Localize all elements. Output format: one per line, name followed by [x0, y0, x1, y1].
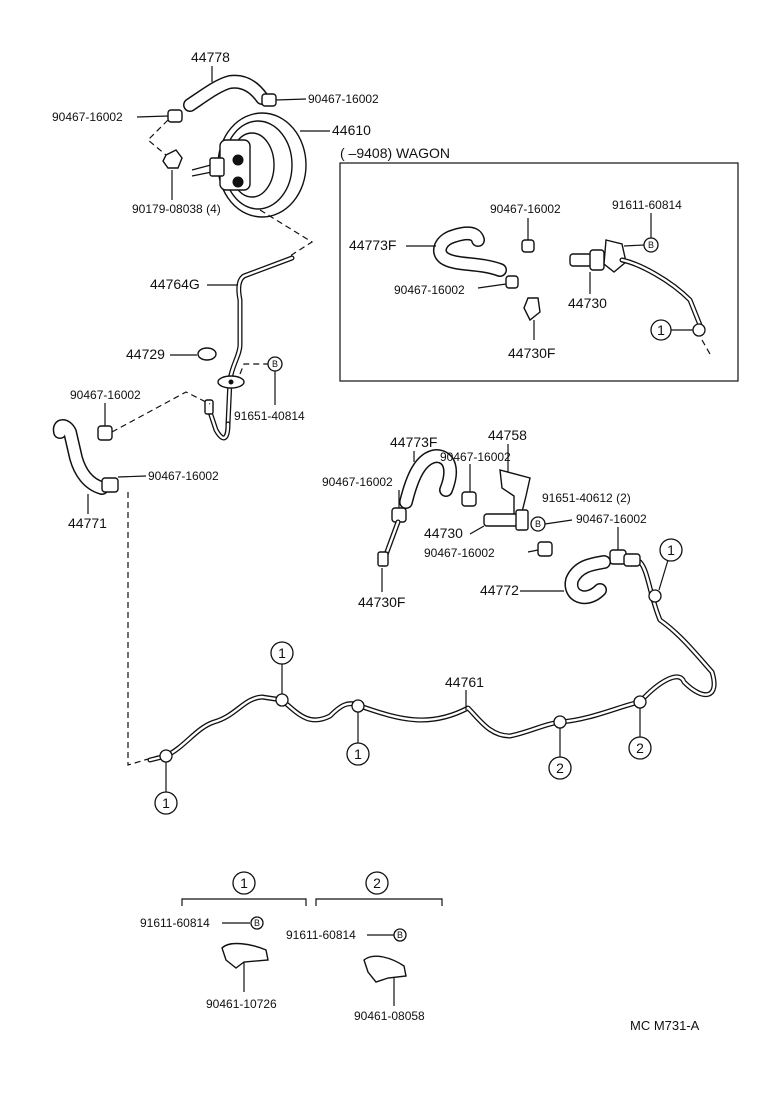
- wagon-title: ( –9408) WAGON: [340, 145, 450, 161]
- legend-group-2: 2 91611-60814 B 90461-08058: [286, 871, 443, 1023]
- wagon-ref-1: 1: [657, 322, 665, 338]
- ref-1-b-text: 1: [278, 645, 286, 661]
- clamp-c4: [537, 541, 553, 557]
- clamp-90461-08058: [363, 955, 407, 983]
- ref-1-a-text: 1: [162, 795, 170, 811]
- pipe-44764G: 44764G: [150, 255, 295, 441]
- legend-2-b: B: [397, 930, 403, 940]
- label-44761: 44761: [445, 674, 484, 690]
- label-44764G: 44764G: [150, 276, 200, 292]
- ref-1-c: [346, 742, 370, 766]
- wagon-clamp-a: [521, 239, 535, 253]
- main-pipe-44761: 44761: [147, 553, 717, 763]
- top-labels: 44778 90467-16002 90467-16002 44610 9017…: [52, 49, 379, 216]
- wagon-label-44730: 44730: [568, 295, 607, 311]
- middle-bolt-ref-b: B: [535, 519, 541, 529]
- label-clamp-mid-right: 90467-16002: [148, 469, 219, 483]
- bolt-91651-40814: B 91651-40814: [234, 356, 305, 423]
- footnote-code: MC M731-A: [630, 1018, 700, 1033]
- wagon-clamp-b: [505, 275, 519, 289]
- main-pipe-refs: 1 1 1 2 2 1: [154, 538, 683, 815]
- nut-90179: [162, 149, 183, 169]
- ref-1-a: [154, 791, 178, 815]
- label-44771: 44771: [68, 515, 107, 531]
- label-clamp-c1: 90467-16002: [440, 450, 511, 464]
- clamp-mid-left: [97, 425, 113, 441]
- label-clamp-c2: 90467-16002: [322, 475, 393, 489]
- label-44730: 44730: [424, 525, 463, 541]
- legend-group-1: 1 91611-60814 B 90461-10726: [140, 871, 307, 1011]
- label-44772: 44772: [480, 582, 519, 598]
- bolt-ref-b: B: [272, 359, 278, 369]
- label-clamp-top-left: 90467-16002: [52, 110, 123, 124]
- legend-1-clamp: 90461-10726: [206, 997, 277, 1011]
- clamp-top-right: [261, 93, 277, 107]
- ref-1-d: [659, 538, 683, 562]
- label-clamp-top-right: 90467-16002: [308, 92, 379, 106]
- ref-1-c-text: 1: [354, 746, 362, 762]
- clamp-mid-right: [101, 477, 119, 493]
- wagon-label-bolt: 91611-60814: [612, 198, 682, 212]
- wagon-bolt-ref-b: B: [648, 240, 654, 250]
- label-44758: 44758: [488, 427, 527, 443]
- label-clamp-c4: 90467-16002: [424, 546, 495, 560]
- label-44610: 44610: [332, 122, 371, 138]
- label-nut: 90179-08038 (4): [132, 202, 221, 216]
- ref-2-b-text: 2: [636, 740, 644, 756]
- legend-ref-1: 1: [240, 875, 248, 891]
- wagon-label-44773F: 44773F: [349, 237, 396, 253]
- ref-2-b: [628, 736, 652, 760]
- ref-1-b: [270, 641, 294, 665]
- wagon-label-clamp-a: 90467-16002: [490, 202, 561, 216]
- label-bolt-mid: 91651-40814: [234, 409, 305, 423]
- wagon-inset-box: ( –9408) WAGON 44773F 90467-16002 90467-…: [339, 145, 739, 382]
- hose-44771: 90467-16002 90467-16002 44771: [52, 388, 219, 766]
- clamp-90461-10726: [221, 942, 269, 969]
- label-44773F: 44773F: [390, 434, 437, 450]
- grommet-44729: 44729: [126, 346, 217, 362]
- legend-2-bolt: 91611-60814: [286, 928, 356, 942]
- wagon-label-clamp-b: 90467-16002: [394, 283, 465, 297]
- label-44778: 44778: [191, 49, 230, 65]
- label-bolt-c: 91651-40612 (2): [542, 491, 631, 505]
- ref-1-d-text: 1: [667, 542, 675, 558]
- clamp-top-left: [167, 109, 183, 123]
- wagon-label-44730F: 44730F: [508, 345, 555, 361]
- legend-ref-2: 2: [373, 875, 381, 891]
- legend-1-bolt: 91611-60814: [140, 916, 210, 930]
- label-clamp-mid-left: 90467-16002: [70, 388, 141, 402]
- label-clamp-c3: 90467-16002: [576, 512, 647, 526]
- valve-44730: [483, 513, 519, 527]
- ref-2-a-text: 2: [556, 760, 564, 776]
- clamp-c1: [461, 491, 477, 507]
- label-44730F: 44730F: [358, 594, 405, 610]
- legend-1-b: B: [254, 918, 260, 928]
- booster-assembly: [147, 74, 314, 257]
- legend-2-clamp: 90461-08058: [354, 1009, 425, 1023]
- middle-valve-group: 44773F 44758 90467-16002 90467-16002 447…: [322, 427, 647, 610]
- ref-2-a: [548, 756, 572, 780]
- label-44729: 44729: [126, 346, 165, 362]
